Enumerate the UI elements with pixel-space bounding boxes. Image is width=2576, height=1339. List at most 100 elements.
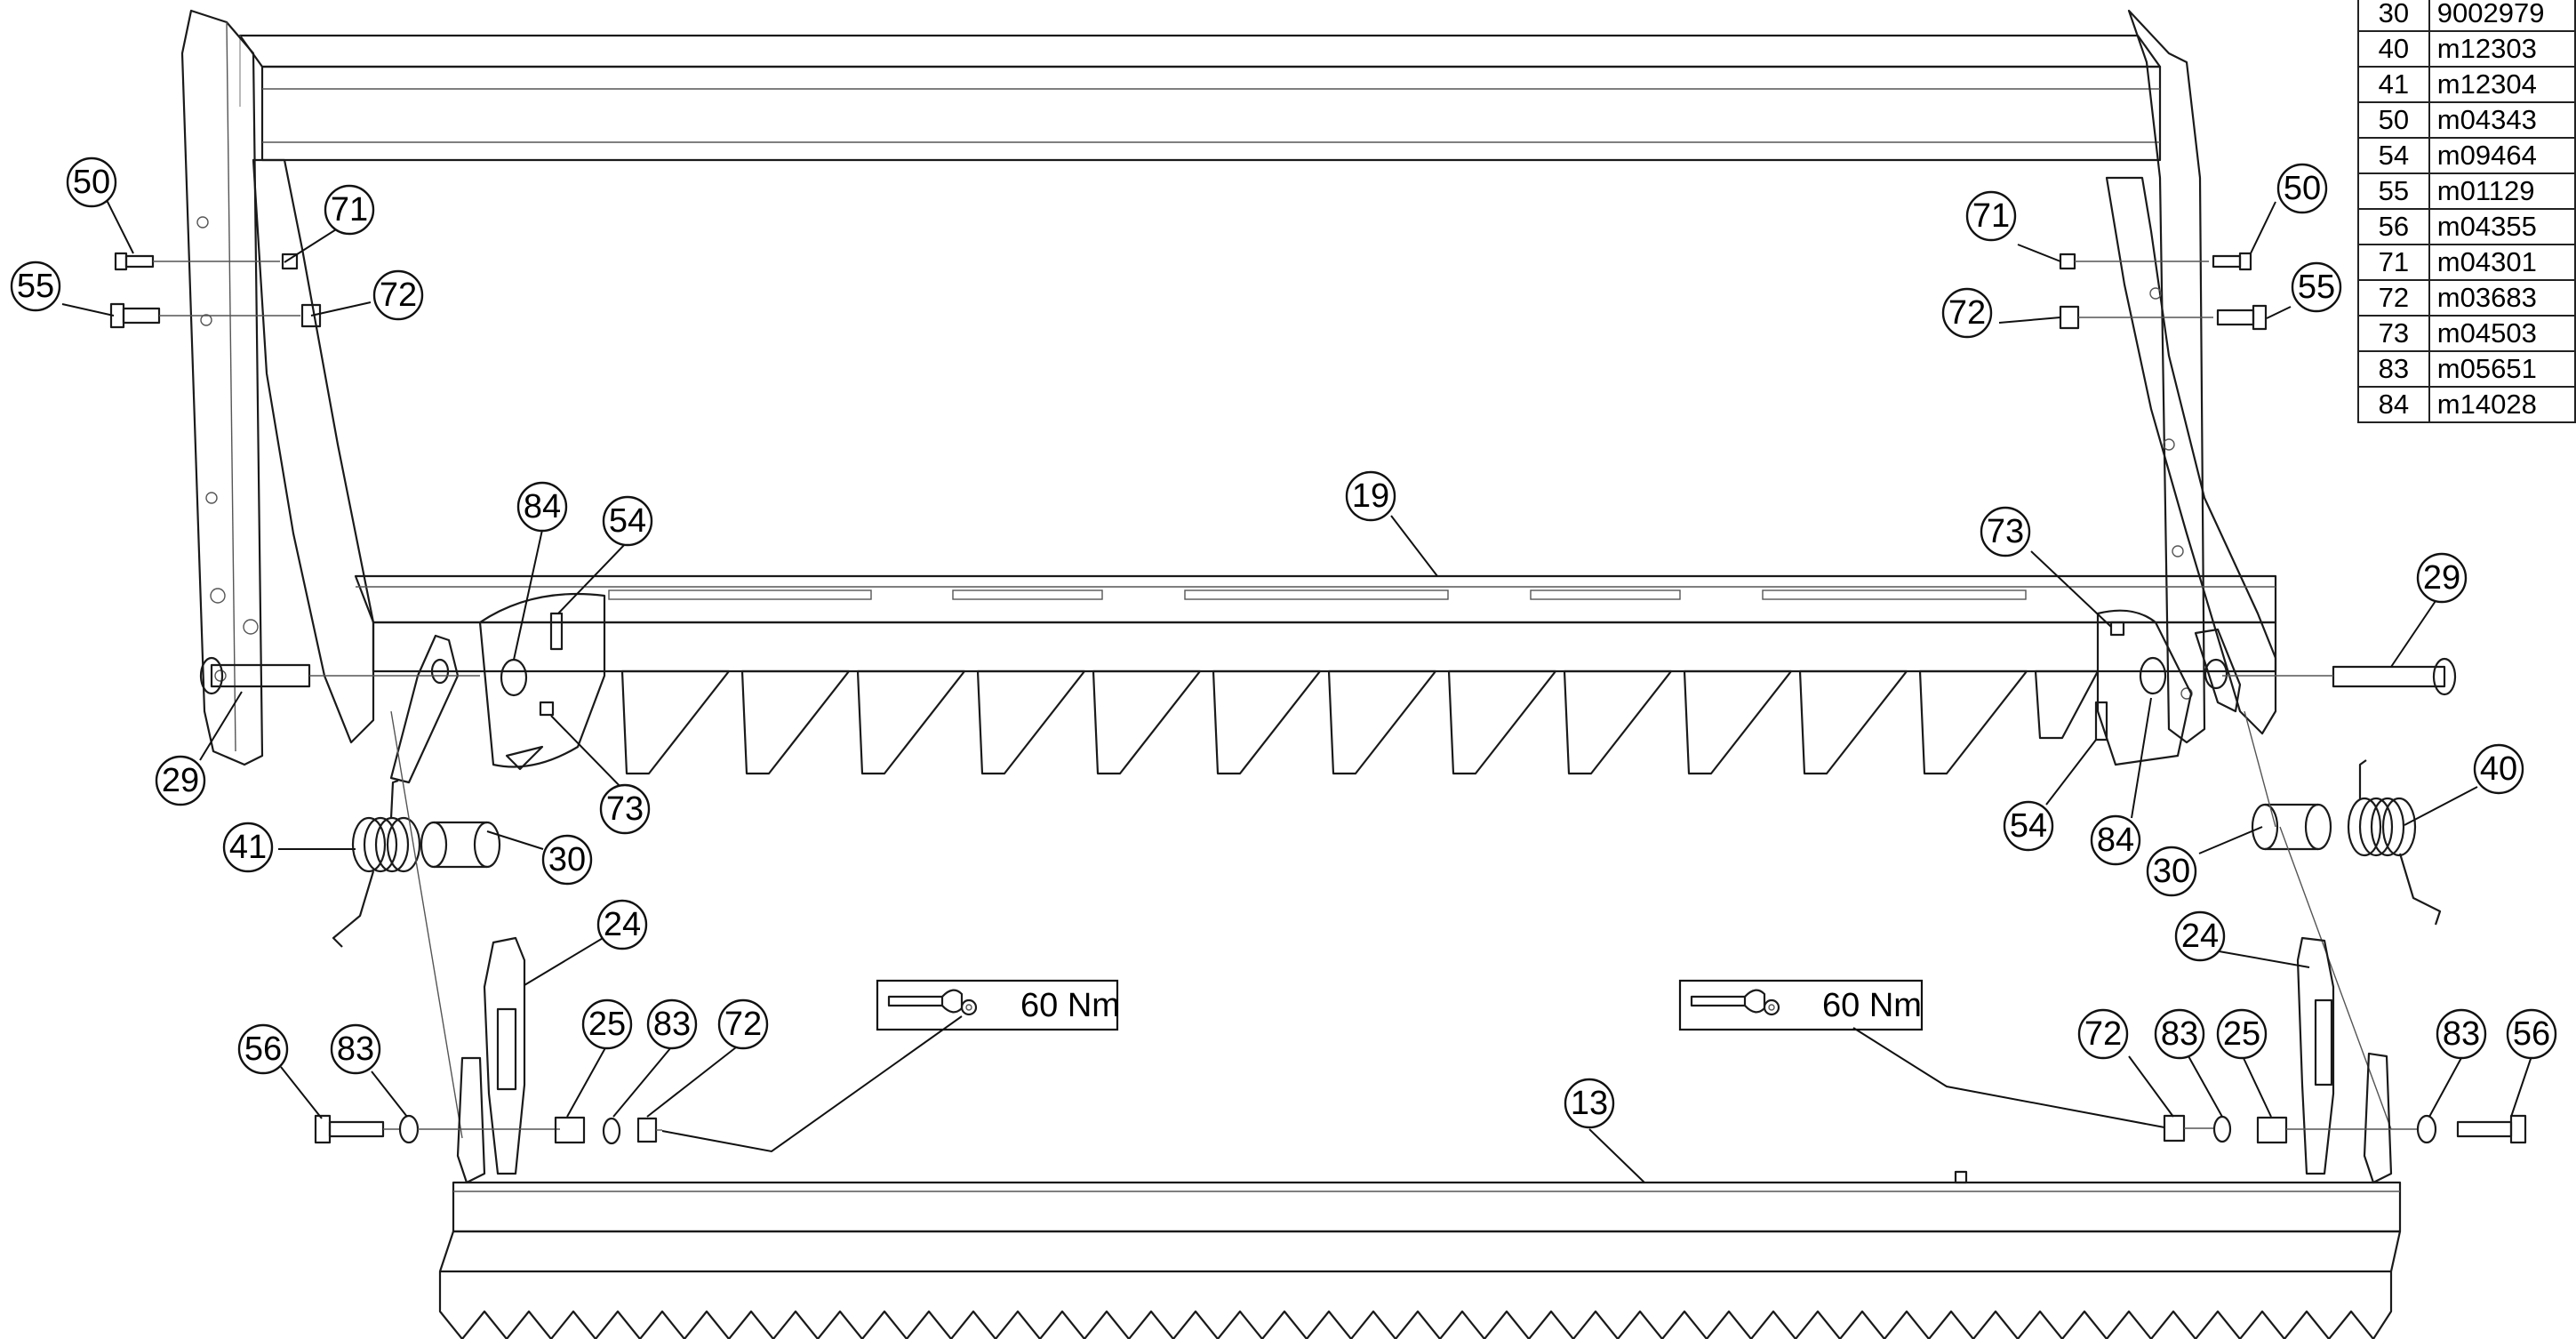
part-number-cell: m12303 [2428,30,2576,68]
right-knife-bracket [2096,609,2242,766]
balloon-84-left: 84 [516,481,568,533]
svg-text:50: 50 [73,164,110,201]
torque-value-right: 60 Nm [1822,987,1922,1024]
part-number-cell: m04301 [2428,244,2576,281]
torque-wrench-icon [1690,989,1780,1016]
pivot-pin-left-29 [199,656,480,695]
svg-text:56: 56 [2513,1015,2550,1053]
part-number-cell: m04503 [2428,315,2576,352]
knife-bar-19 [354,574,2277,775]
balloon-55-left: 55 [10,261,61,312]
position-number-cell: 54 [2357,137,2430,174]
balloon-40: 40 [2473,743,2524,795]
svg-text:72: 72 [380,277,417,314]
position-number-cell: 55 [2357,172,2430,210]
bolts-right-top [2059,252,2268,742]
balloon-73-right: 73 [1980,506,2031,557]
balloon-25-left: 25 [581,998,633,1050]
svg-text:73: 73 [1987,513,2024,550]
balloon-24-left: 24 [596,899,648,950]
balloon-50-left: 50 [66,156,117,208]
svg-text:30: 30 [548,841,586,878]
svg-text:84: 84 [2097,822,2134,859]
svg-text:30: 30 [2153,853,2190,890]
svg-text:71: 71 [331,191,368,229]
svg-text:71: 71 [1972,197,2010,235]
balloon-24-right: 24 [2174,910,2226,962]
balloon-19: 19 [1345,470,1396,522]
pivot-pin-right-29 [2222,657,2457,696]
hinge-bracket-left-24 [456,936,526,1184]
balloon-83-right: 83 [2154,1008,2205,1060]
part-number-cell: m01129 [2428,172,2576,210]
svg-text:83: 83 [2161,1015,2198,1053]
balloon-73-left: 73 [599,783,651,835]
balloon-55-right: 55 [2291,261,2342,313]
balloon-30-right: 30 [2146,846,2197,897]
part-number-cell: m12304 [2428,66,2576,103]
svg-text:29: 29 [162,762,199,799]
part-number-cell: m03683 [2428,279,2576,317]
svg-text:24: 24 [604,906,641,943]
lower-hardware-left [314,1114,662,1145]
balloon-13: 13 [1564,1078,1615,1129]
balloon-41: 41 [222,822,274,873]
balloon-71-right: 71 [1965,190,2017,242]
part-number-cell: m09464 [2428,137,2576,174]
spring-left-41 [332,779,421,948]
part-number-cell: 9002979 [2428,0,2576,32]
torque-wrench-icon [887,989,978,1016]
lower-hardware-right [2163,1114,2527,1144]
part-number-cell: m04343 [2428,101,2576,139]
top-frame-beam [238,34,2162,162]
torque-callout-left: 60 Nm [876,979,1120,1031]
knife-teeth [620,670,2100,775]
position-number-cell: 73 [2357,315,2430,352]
leader-lines [61,199,2532,1183]
svg-text:73: 73 [606,790,644,828]
svg-text:50: 50 [2284,170,2321,207]
balloon-56-left: 56 [237,1023,289,1075]
part-number-cell: m05651 [2428,350,2576,388]
svg-text:54: 54 [2010,807,2047,845]
svg-text:55: 55 [2298,269,2335,306]
svg-text:72: 72 [724,1006,762,1043]
assembly-guide-lines [390,710,2392,1139]
balloon-83-left: 83 [330,1023,381,1075]
balloon-29-left: 29 [155,755,206,806]
bolts-left-top [109,252,564,717]
balloon-71-left: 71 [324,184,375,236]
bushing-right-30 [2251,803,2332,851]
position-number-cell: 71 [2357,244,2430,281]
svg-text:83: 83 [2443,1015,2480,1053]
position-number-cell: 84 [2357,386,2430,423]
torque-value-left: 60 Nm [1020,987,1120,1024]
position-number-cell: 72 [2357,279,2430,317]
balloon-29-right: 29 [2416,552,2468,604]
part-number-cell: m04355 [2428,208,2576,245]
balloon-72-left: 72 [372,269,424,321]
balloon-54-right: 54 [2003,800,2054,852]
position-number-cell: 83 [2357,350,2430,388]
svg-text:55: 55 [17,268,54,305]
balloon-72-left-2: 72 [717,998,769,1050]
part-number-cell: m14028 [2428,386,2576,423]
position-number-cell: 50 [2357,101,2430,139]
balloon-83-right-2: 83 [2436,1008,2487,1060]
svg-text:84: 84 [524,488,561,525]
svg-text:19: 19 [1352,477,1389,515]
balloon-72-right-2: 72 [2077,1008,2129,1060]
balloon-83-left-2: 83 [646,998,698,1050]
